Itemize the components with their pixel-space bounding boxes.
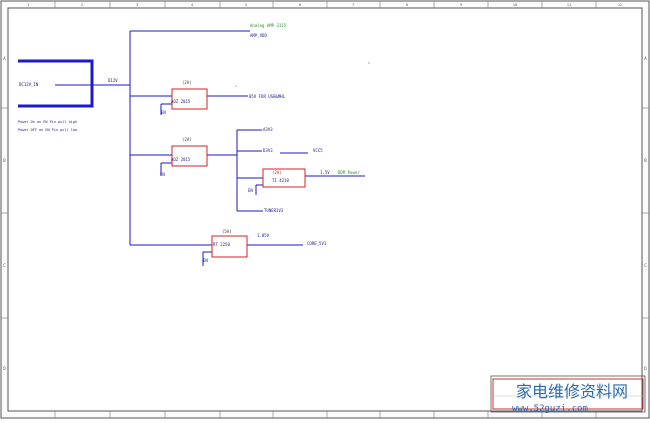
title-block-text: 家电维修资料网 — [516, 382, 628, 401]
title-block: 家电维修资料网 www.52guzi.com — [490, 375, 646, 414]
reg1-part: AOZ 2015 — [171, 99, 191, 104]
row-letter-d-right: D — [644, 366, 647, 371]
col-num-5: 5 — [245, 3, 247, 7]
ldo-current: (2A) — [272, 170, 282, 175]
row-ticks — [1, 107, 649, 319]
col-num-4: 4 — [191, 3, 193, 7]
row-letters: A B C D A B C D — [3, 56, 647, 371]
regulator-2-box — [171, 145, 208, 167]
row-letter-b-right: B — [644, 158, 647, 163]
net-1v05: 1.05V — [257, 233, 270, 238]
reg1-current: (2A) — [182, 80, 192, 85]
column-numbers: 1 2 3 4 5 6 7 8 9 10 11 12 — [27, 3, 622, 7]
net-en3: EN — [248, 188, 253, 193]
net-tuner3v3: TUNER3V3 — [264, 208, 284, 213]
net-usb-5v: 05V FOR USB&MHL — [249, 94, 286, 99]
ldo-box — [262, 168, 306, 188]
inner-border — [7, 7, 643, 412]
watermark-url: www.52guzi.com — [512, 404, 588, 414]
notes: Power On en EN Pin pull high Power OFF e… — [18, 120, 78, 132]
reg2-current: (2A) — [182, 137, 192, 142]
net-core-5v1: CORE_5V1 — [307, 241, 327, 246]
col-num-12: 12 — [618, 3, 622, 7]
col-num-8: 8 — [406, 3, 408, 7]
net-dc12v-in: DC12V_IN — [19, 82, 39, 87]
stray-dot — [368, 62, 370, 64]
ldo-part: TI 4210 — [272, 178, 289, 183]
net-ddr-power: DDR Power — [338, 170, 360, 175]
row-letter-a: A — [3, 56, 6, 61]
wires — [55, 30, 365, 266]
net-amp-vdd: AMP_VDD — [250, 33, 267, 38]
net-en1: EN — [161, 110, 166, 115]
components — [171, 88, 306, 258]
regulator-1-box — [171, 88, 208, 110]
note-power-on: Power On en EN Pin pull high — [18, 120, 77, 124]
row-letter-c-right: C — [644, 263, 647, 268]
reg4-current: (5A) — [222, 229, 232, 234]
net-1v5: 1.5V — [320, 170, 330, 175]
stray-dot — [235, 85, 237, 87]
title-block-inner — [492, 378, 644, 410]
net-analog-amp: Analog AMP 3115 — [250, 23, 287, 28]
col-num-6: 6 — [299, 3, 301, 7]
component-labels: (2A) AOZ 2015 (2A) AOZ 2015 (2A) TI 4210… — [171, 80, 289, 247]
row-letter-c: C — [3, 263, 6, 268]
row-letter-a-right: A — [644, 56, 647, 61]
net-d12v: D12V — [108, 78, 118, 83]
row-letter-b: B — [3, 158, 6, 163]
title-block-frame — [490, 375, 646, 413]
col-num-3: 3 — [136, 3, 138, 7]
row-letter-d: D — [3, 366, 6, 371]
col-num-9: 9 — [460, 3, 462, 7]
reg2-part: AOZ 2015 — [171, 157, 191, 162]
net-en2: EN — [160, 172, 165, 177]
regulator-4-box — [211, 235, 248, 258]
col-num-7: 7 — [352, 3, 354, 7]
net-a3v3: A3V3 — [263, 127, 273, 132]
col-num-11: 11 — [567, 3, 571, 7]
col-num-1: 1 — [27, 3, 29, 7]
dc-input-connector — [18, 59, 94, 108]
col-num-2: 2 — [81, 3, 83, 7]
net-vcc5: VCC5 — [313, 148, 323, 153]
net-en4: EN — [203, 258, 208, 263]
note-power-off: Power OFF en EN Pin pull low — [18, 128, 78, 132]
net-labels: DC12V_IN D12V Analog AMP 3115 AMP_VDD 05… — [19, 23, 360, 263]
net-d3v3: D3V3 — [263, 148, 273, 153]
reg4-part: RT 2250 — [213, 242, 230, 247]
col-num-10: 10 — [513, 3, 517, 7]
